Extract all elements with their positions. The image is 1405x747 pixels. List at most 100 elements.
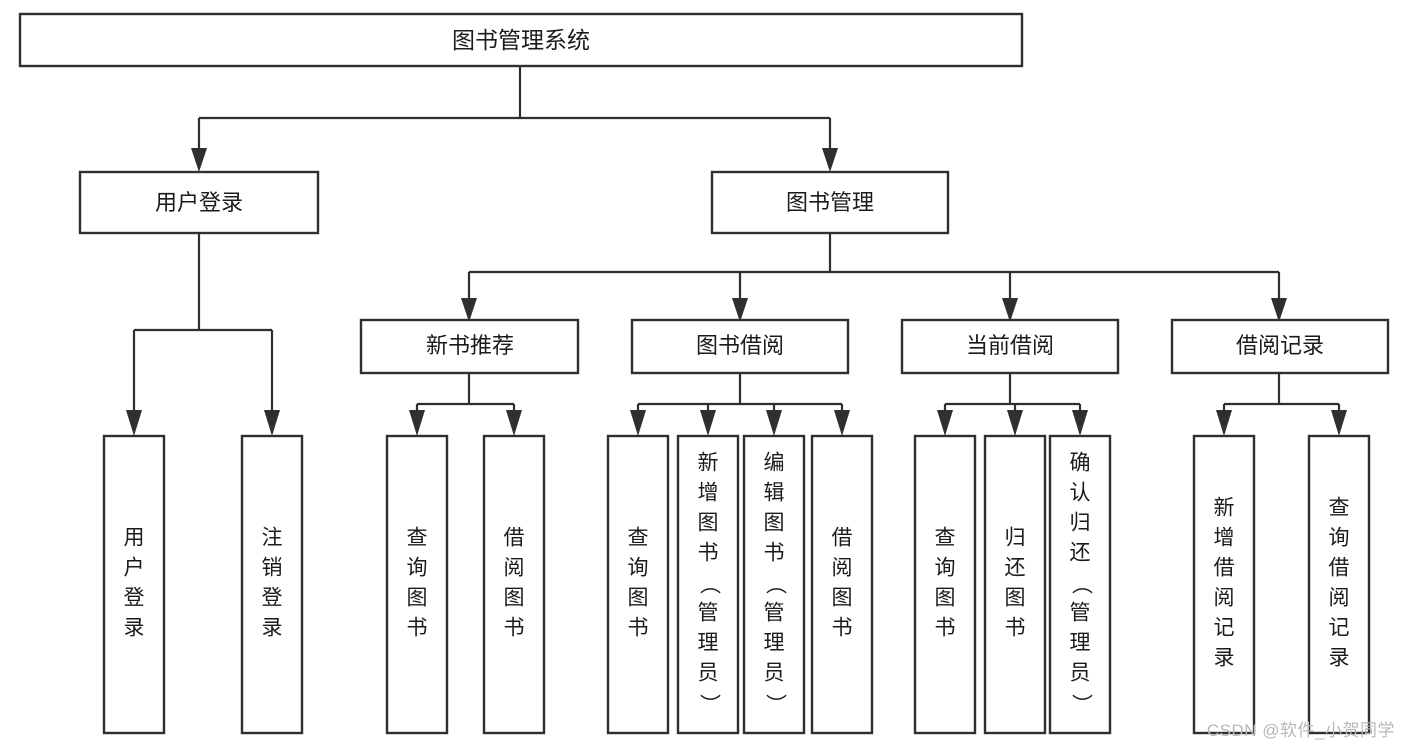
leaf-label-char: 图 <box>1005 587 1026 610</box>
node-book-management-label: 图书管理 <box>786 190 874 215</box>
node-new-book-recommend[interactable]: 新书推荐 <box>359 318 580 375</box>
leaf-label-char: 书 <box>628 617 649 640</box>
leaf-nb-query-book-box[interactable] <box>385 434 449 735</box>
leaf-label-char: 借 <box>832 527 853 550</box>
node-new-book-recommend-box[interactable] <box>359 318 580 375</box>
leaf-label-char: 户 <box>124 557 145 580</box>
leaf-label-char: 管 <box>698 602 719 625</box>
leaf-label-char: 图 <box>832 587 853 610</box>
leaf-node[interactable]: 用户登录 <box>102 434 166 735</box>
leaf-nb-borrow-book-box[interactable] <box>482 434 546 735</box>
leaf-label-char: 查 <box>1329 497 1350 520</box>
leaf-cb-return-book-box[interactable] <box>983 434 1047 735</box>
arrowhead-cb-confirm <box>1072 410 1088 436</box>
leaf-cb-query-book-box[interactable] <box>913 434 977 735</box>
leaf-label-char: 管 <box>764 602 785 625</box>
node-borrow-record-box[interactable] <box>1170 318 1390 375</box>
arrowhead-bb-add <box>700 410 716 436</box>
arrowhead-leaf-user-login <box>126 410 142 436</box>
leaf-label-char: 询 <box>1329 527 1350 550</box>
arrowhead-br-query <box>1331 410 1347 436</box>
leaf-bb-query-book-box[interactable] <box>606 434 670 735</box>
leaf-bb-add-book-box[interactable] <box>676 434 740 735</box>
arrowhead-leaf-logout <box>264 410 280 436</box>
leaf-label-char: 录 <box>124 617 145 640</box>
arrowhead-cb-return <box>1007 410 1023 436</box>
node-borrow-record[interactable]: 借阅记录 <box>1170 318 1390 375</box>
leaf-label-char: 书 <box>698 542 719 565</box>
arrowhead-cb-query <box>937 410 953 436</box>
leaf-label-char: 图 <box>935 587 956 610</box>
node-user-login-label: 用户登录 <box>155 190 243 215</box>
leaf-label-char: 用 <box>124 527 145 550</box>
arrowhead-bb-edit <box>766 410 782 436</box>
node-user-login[interactable]: 用户登录 <box>78 170 320 235</box>
node-current-borrow-label: 当前借阅 <box>966 333 1054 358</box>
leaf-label-char: 借 <box>1329 557 1350 580</box>
leaf-label-char: 查 <box>407 527 428 550</box>
node-root[interactable]: 图书管理系统 <box>18 12 1024 68</box>
csdn-watermark: CSDN @软件_小贺同学 <box>1206 721 1395 740</box>
arrowhead-br-add <box>1216 410 1232 436</box>
leaf-label-char: 图 <box>698 512 719 535</box>
leaf-label-char: 图 <box>407 587 428 610</box>
leaf-bb-edit-book-box[interactable] <box>742 434 806 735</box>
node-new-book-recommend-label: 新书推荐 <box>426 333 514 358</box>
leaf-label-char: 书 <box>935 617 956 640</box>
leaf-label-char: 图 <box>628 587 649 610</box>
leaf-cb-confirm-return-box[interactable] <box>1048 434 1112 735</box>
leaf-label-char: 借 <box>504 527 525 550</box>
node-user-login-box[interactable] <box>78 170 320 235</box>
leaf-label-char: 询 <box>628 557 649 580</box>
leaf-logout-box[interactable] <box>240 434 304 735</box>
leaf-label-char: 录 <box>1329 647 1350 670</box>
node-root-label: 图书管理系统 <box>452 27 590 53</box>
leaf-br-query-record-box[interactable] <box>1307 434 1371 735</box>
leaf-label-char: ） <box>697 694 720 715</box>
leaf-label-char: 辑 <box>764 482 785 505</box>
leaf-label-char: 归 <box>1005 527 1026 550</box>
leaf-label-char: 理 <box>1070 632 1091 655</box>
arrowhead-nb-borrow <box>506 410 522 436</box>
node-current-borrow[interactable]: 当前借阅 <box>900 318 1120 375</box>
leaf-label-char: 录 <box>262 617 283 640</box>
leaf-user-login-box[interactable] <box>102 434 166 735</box>
node-root-box[interactable] <box>18 12 1024 68</box>
leaf-bb-borrow-book-box[interactable] <box>810 434 874 735</box>
node-book-management[interactable]: 图书管理 <box>710 170 950 235</box>
leaf-label-char: 员 <box>698 662 719 685</box>
node-borrow-record-label: 借阅记录 <box>1236 333 1324 358</box>
leaf-label-char: （ <box>763 574 786 595</box>
leaf-label-char: ） <box>763 694 786 715</box>
node-book-borrow[interactable]: 图书借阅 <box>630 318 850 375</box>
leaf-label-char: 还 <box>1070 542 1091 565</box>
node-book-management-box[interactable] <box>710 170 950 235</box>
leaf-label-char: 登 <box>124 587 145 610</box>
leaf-label-char: 阅 <box>1329 587 1350 610</box>
leaf-label-char: 确 <box>1070 452 1091 475</box>
leaf-label-char: 询 <box>935 557 956 580</box>
leaf-br-add-record-box[interactable] <box>1192 434 1256 735</box>
leaf-label-char: 编 <box>764 452 785 475</box>
node-book-borrow-box[interactable] <box>630 318 850 375</box>
node-current-borrow-box[interactable] <box>900 318 1120 375</box>
arrowhead-new-book <box>461 298 477 322</box>
